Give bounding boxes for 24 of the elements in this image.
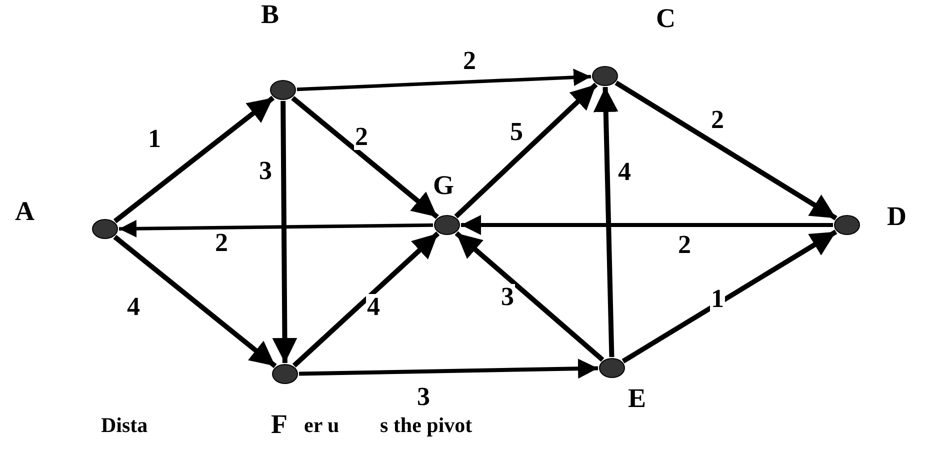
arrow xyxy=(622,230,838,364)
caption-fragment: Dista xyxy=(101,415,148,436)
arrow xyxy=(454,82,598,218)
vertex-label: G xyxy=(433,172,454,199)
arrow xyxy=(292,232,440,368)
arrow xyxy=(113,234,277,368)
arrow xyxy=(461,215,833,235)
vertex-label: F xyxy=(271,411,288,438)
arrow xyxy=(296,68,592,92)
vertex-label: A xyxy=(15,198,34,225)
vertex-label: C xyxy=(656,5,676,32)
vertex-label: B xyxy=(261,1,280,28)
vertex-label: D xyxy=(887,203,906,230)
arrow xyxy=(454,231,604,362)
vertex-label: E xyxy=(628,385,646,412)
arrow xyxy=(614,80,838,220)
arrow xyxy=(113,96,275,224)
arrow xyxy=(118,220,434,238)
arrow xyxy=(593,86,618,358)
arrow xyxy=(272,100,298,364)
arrow xyxy=(298,358,598,379)
arrow xyxy=(291,96,439,219)
caption-fragment: er u xyxy=(304,415,340,436)
caption-fragment: s the pivot xyxy=(380,415,472,436)
